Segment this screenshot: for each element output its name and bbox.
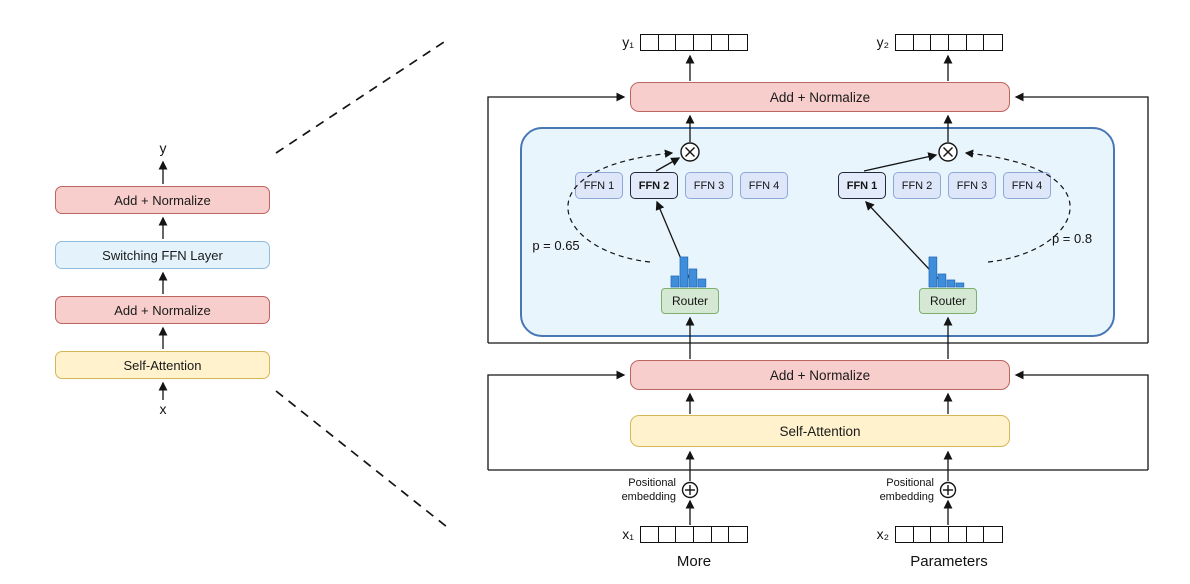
skip-connection-bottom <box>1014 370 1149 470</box>
token-cell <box>931 35 949 50</box>
token-cell <box>659 35 677 50</box>
add-normalize-top: Add + Normalize <box>630 82 1010 112</box>
token1-ffn-4: FFN 4 <box>740 172 788 199</box>
token2-router: Router <box>919 288 977 314</box>
token-cell <box>967 35 985 50</box>
x1-token-strip <box>640 526 748 543</box>
token-cell <box>931 527 949 542</box>
x1-label: x₁ <box>622 526 634 542</box>
y2-token-strip <box>895 34 1003 51</box>
token2-gate-probability: p = 0.8 <box>1051 231 1093 246</box>
token-cell <box>694 527 712 542</box>
token1-ffn-1: FFN 1 <box>575 172 623 199</box>
token-cell <box>729 527 747 542</box>
token-cell <box>984 527 1002 542</box>
left-self-attention: Self-Attention <box>55 351 270 379</box>
x2-label: x₂ <box>876 526 889 542</box>
left-add-normalize-top: Add + Normalize <box>55 186 270 214</box>
plus-icon <box>681 481 699 499</box>
token-cell <box>641 35 659 50</box>
x1-caption: More <box>676 553 712 570</box>
positional-embedding-right-label: Positional embedding <box>879 477 934 503</box>
y2-label: y₂ <box>876 34 889 50</box>
token-cell <box>949 527 967 542</box>
token-cell <box>712 527 730 542</box>
plus-icon <box>939 481 957 499</box>
token2-ffn-1-selected: FFN 1 <box>838 172 886 199</box>
left-add-normalize-bottom: Add + Normalize <box>55 296 270 324</box>
token-cell <box>659 527 677 542</box>
expansion-dash-top <box>275 39 448 154</box>
x2-caption: Parameters <box>910 553 988 570</box>
token-cell <box>694 35 712 50</box>
add-normalize-bottom: Add + Normalize <box>630 360 1010 390</box>
x2-token-strip <box>895 526 1003 543</box>
token-cell <box>984 35 1002 50</box>
token1-gate-probability: p = 0.65 <box>532 238 580 253</box>
expansion-dash-bottom <box>275 390 448 528</box>
y1-label: y₁ <box>622 34 634 50</box>
left-input-label: x <box>159 401 167 417</box>
token2-ffn-4: FFN 4 <box>1003 172 1051 199</box>
token1-router: Router <box>661 288 719 314</box>
y1-token-strip <box>640 34 748 51</box>
token-cell <box>676 35 694 50</box>
token1-ffn-2-selected: FFN 2 <box>630 172 678 199</box>
left-switching-ffn-layer: Switching FFN Layer <box>55 241 270 269</box>
token-cell <box>676 527 694 542</box>
positional-embedding-left-label: Positional embedding <box>621 477 676 503</box>
skip-connection-bottom <box>487 370 626 470</box>
token-cell <box>949 35 967 50</box>
token-cell <box>712 35 730 50</box>
self-attention-box: Self-Attention <box>630 415 1010 447</box>
token-cell <box>914 527 932 542</box>
token-cell <box>967 527 985 542</box>
token-cell <box>896 527 914 542</box>
left-output-label: y <box>159 140 167 156</box>
token-cell <box>896 35 914 50</box>
token-cell <box>641 527 659 542</box>
token2-ffn-2: FFN 2 <box>893 172 941 199</box>
token2-ffn-3: FFN 3 <box>948 172 996 199</box>
token-cell <box>729 35 747 50</box>
switching-ffn-layer-container <box>520 127 1115 337</box>
token-cell <box>914 35 932 50</box>
token1-ffn-3: FFN 3 <box>685 172 733 199</box>
